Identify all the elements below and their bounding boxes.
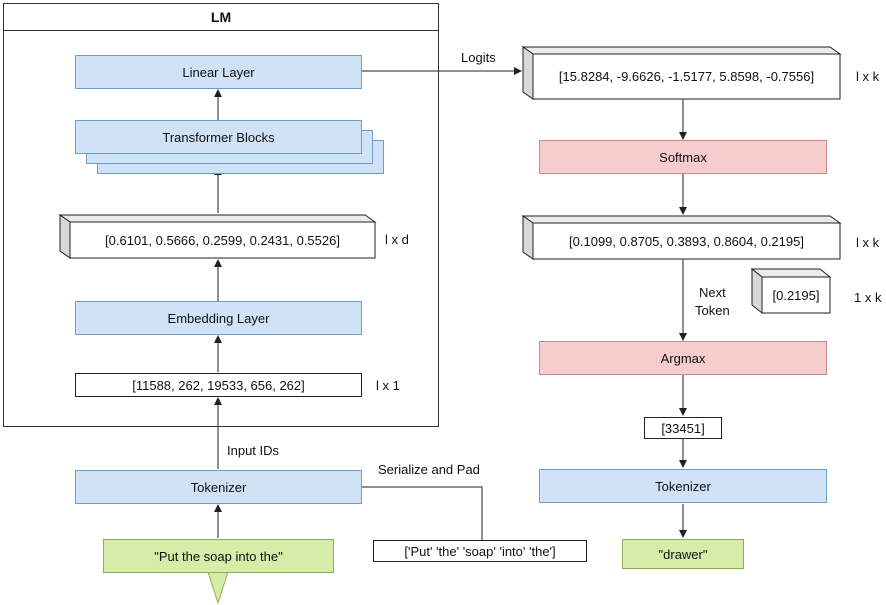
output-word-box: "drawer"	[622, 539, 744, 569]
transformer-blocks-box: Transformer Blocks	[75, 120, 362, 154]
probs-dims-label: l x k	[856, 235, 880, 250]
input-ids-box: [11588, 262, 19533, 656, 262]	[75, 373, 362, 397]
embedding-vector-text: [0.6101, 0.5666, 0.2599, 0.2431, 0.5526]	[105, 232, 340, 248]
slab-probs	[521, 215, 842, 260]
embedding-dims-label: l x d	[385, 232, 409, 247]
argmax-box: Argmax	[539, 341, 827, 375]
input-ids-label: Input IDs	[227, 443, 280, 458]
input-ids-dims-label: l x 1	[376, 378, 400, 393]
prompt-callout-tail	[207, 571, 229, 605]
logits-dims-label: l x k	[856, 69, 880, 84]
lm-frame: LM	[3, 3, 439, 427]
connector-serialize	[362, 486, 483, 540]
probs-vector-text: [0.1099, 0.8705, 0.3893, 0.8604, 0.2195]	[569, 233, 804, 249]
slab-next-prob	[750, 267, 832, 315]
linear-layer-box: Linear Layer	[75, 55, 362, 89]
serialize-and-pad-label: Serialize and Pad	[378, 462, 480, 477]
tokens-box: ['Put' 'the' 'soap' 'into' 'the']	[373, 540, 587, 562]
logits-label: Logits	[461, 50, 496, 65]
softmax-box: Softmax	[539, 140, 827, 174]
token-id-box: [33451]	[644, 417, 722, 439]
embedding-layer-box: Embedding Layer	[75, 301, 362, 335]
logits-vector-text: [15.8284, -9.6626, -1.5177, 5.8598, -0.7…	[558, 69, 815, 84]
next-prob-text: [0.2195]	[772, 287, 820, 303]
slab-logits	[521, 46, 842, 100]
next-token-label-line2: Token	[695, 303, 730, 318]
prompt-box: "Put the soap into the"	[103, 539, 334, 573]
next-prob-dims-label: 1 x k	[854, 290, 882, 305]
right-tokenizer-box: Tokenizer	[539, 469, 827, 503]
lm-title: LM	[4, 4, 438, 31]
left-tokenizer-box: Tokenizer	[75, 470, 362, 504]
next-token-label-line1: Next	[699, 285, 726, 300]
slab-embedding-vector	[58, 214, 377, 259]
